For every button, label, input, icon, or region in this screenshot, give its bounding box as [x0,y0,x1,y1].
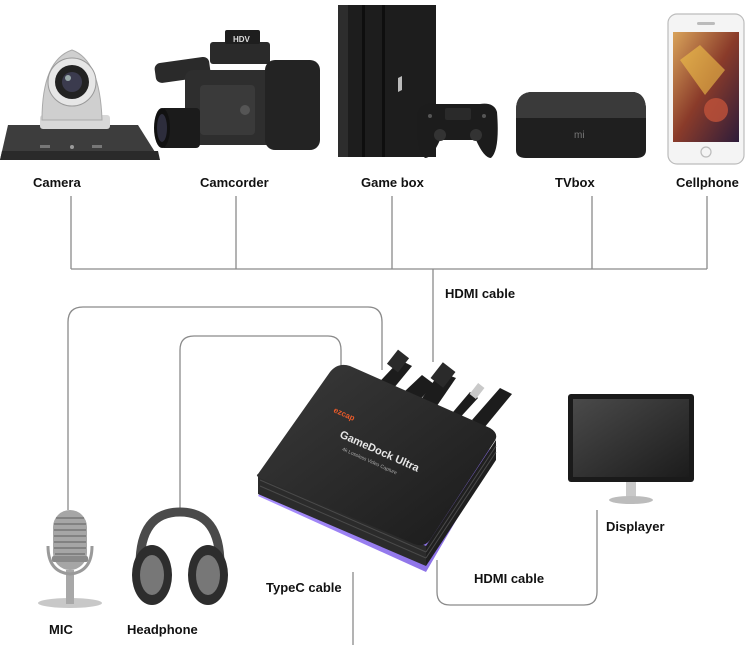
label-hdmi-cable-out: HDMI cable [474,571,545,586]
game-box-icon [338,5,498,158]
label-camcorder: Camcorder [200,175,269,190]
camera-icon [0,49,160,160]
displayer-icon [568,394,694,504]
tvbox-logo: mi [574,130,585,141]
camcorder-badge: HDV [233,35,251,44]
cellphone-icon [667,13,745,165]
label-hdmi-cable-in: HDMI cable [445,286,516,301]
mic-icon [38,510,102,608]
connection-lines [67,196,708,645]
label-typec-cable: TypeC cable [266,580,342,595]
label-headphone: Headphone [127,622,198,637]
label-game-box: Game box [361,175,424,190]
label-cellphone: Cellphone [676,175,739,190]
label-displayer: Displayer [606,519,665,534]
tvbox-icon: mi [516,92,646,158]
camcorder-icon: HDV [154,30,320,150]
gamedock-ultra-device: ezcap GameDock Ultra 4k Lossless Video C… [256,349,512,572]
label-mic: MIC [49,622,73,637]
headphone-icon [132,507,228,605]
label-tvbox: TVbox [555,175,595,190]
label-camera: Camera [33,175,81,190]
